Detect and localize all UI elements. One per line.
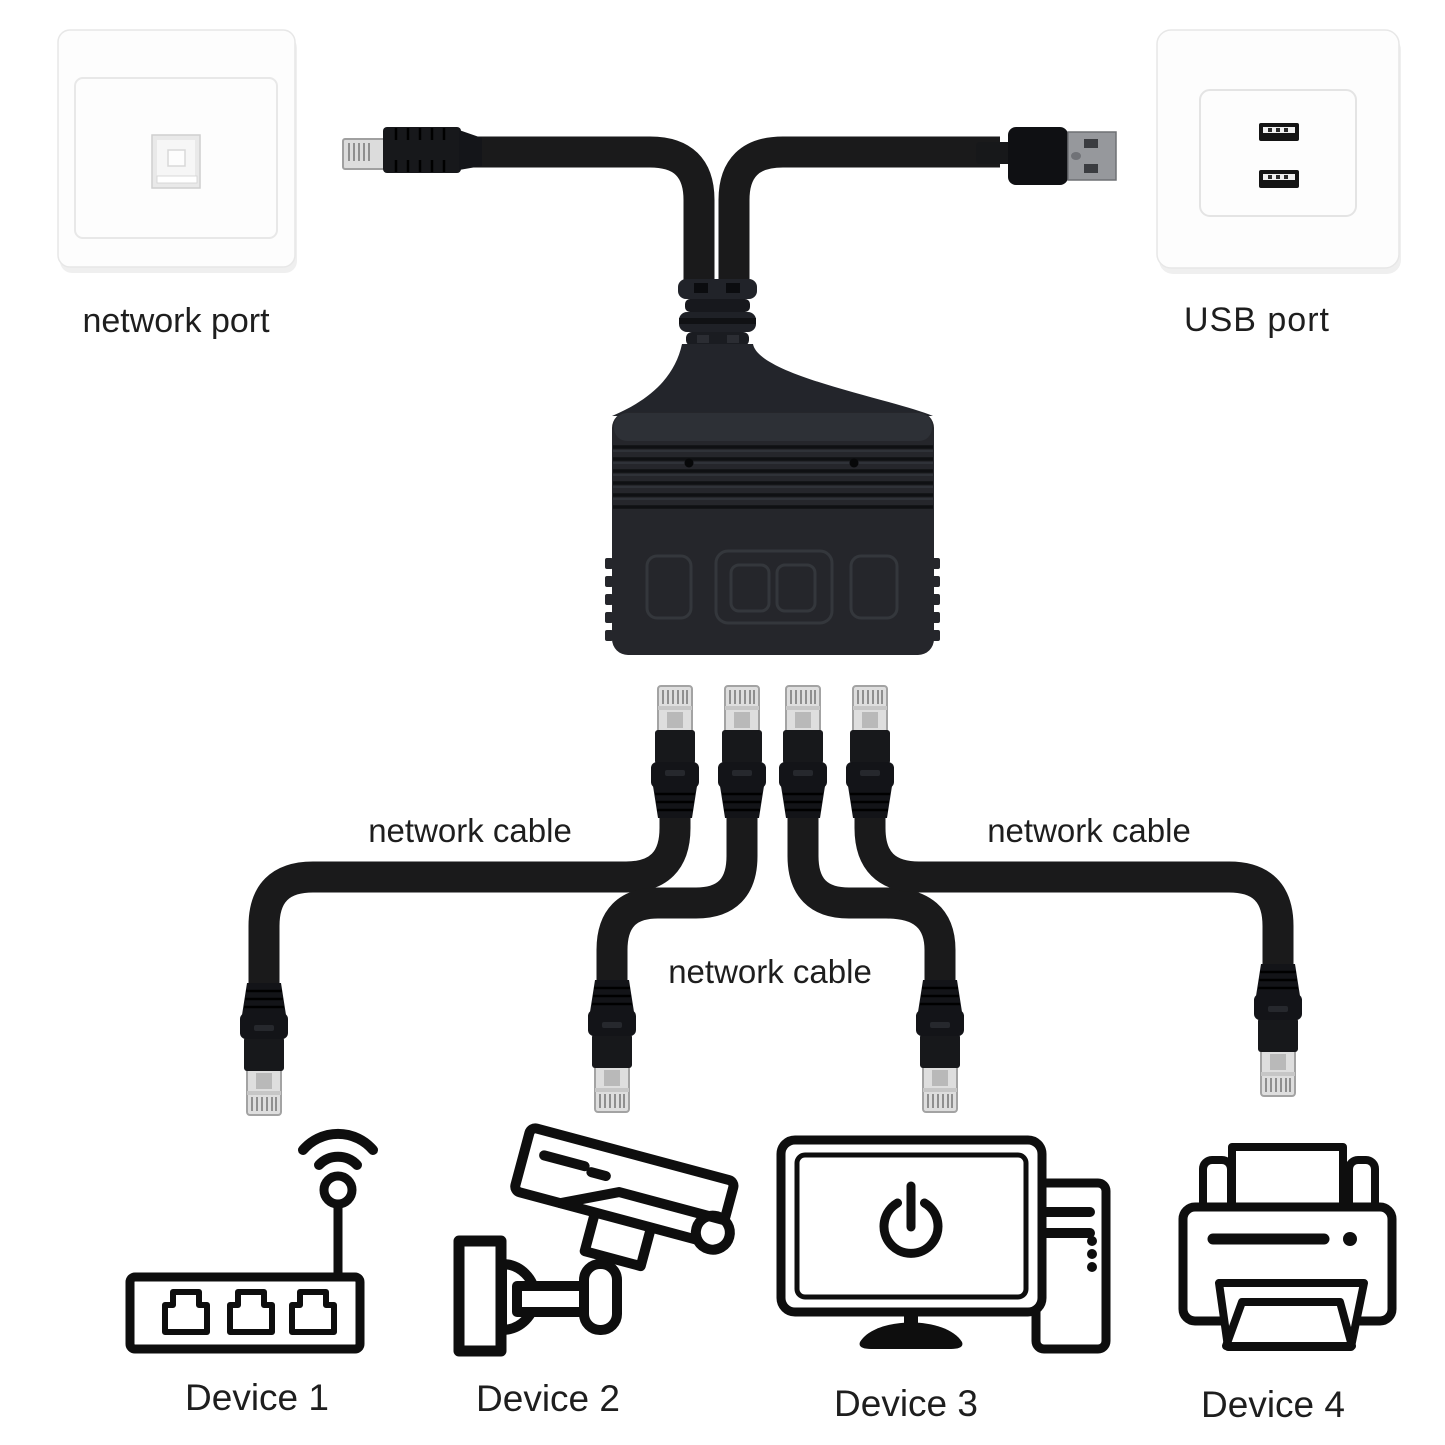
splitter-side-ribs	[605, 558, 940, 641]
network-cable-3	[787, 812, 956, 986]
cctv-camera-icon	[453, 1123, 739, 1357]
network-cable-2	[596, 812, 758, 986]
tower-dot-2	[1087, 1249, 1097, 1259]
usb-port-label: USB port	[1184, 301, 1330, 339]
network-cable-4	[854, 812, 1294, 970]
device-1-label: Device 1	[185, 1377, 329, 1418]
device-3-label: Device 3	[834, 1383, 978, 1424]
network-cable-label-right: network cable	[987, 812, 1191, 849]
power-symbol-arc	[879, 1198, 943, 1258]
rj45-plug-up-1	[649, 684, 701, 820]
rj45-plug-down-4	[1252, 962, 1304, 1098]
wifi-router-icon	[125, 1128, 378, 1354]
output-cables	[248, 812, 1294, 990]
rj45-plug-down-1	[238, 981, 290, 1117]
printer-paper-top	[1228, 1143, 1347, 1213]
monitor-screen	[794, 1152, 1029, 1300]
usb-plug-icon	[976, 127, 1117, 185]
usb-port-wallplate	[1156, 29, 1401, 274]
splitter-grooves	[613, 445, 933, 509]
usb-branch-cable	[718, 136, 1000, 292]
desktop-computer-icon	[776, 1135, 1111, 1354]
rj45-plug-up-2	[716, 684, 768, 820]
splitter-pinhole-left	[684, 458, 694, 468]
rj45-plug-down-3	[914, 978, 966, 1114]
strain-relief-collar	[678, 279, 757, 346]
printer-paper-out	[1222, 1298, 1356, 1350]
monitor-base	[859, 1322, 963, 1349]
splitter-embossed-panels	[645, 549, 899, 625]
tower-drive-slots	[1041, 1207, 1095, 1238]
splitter-top-face	[614, 413, 932, 441]
splitter-pinhole-right	[849, 458, 859, 468]
camera-visor-line	[555, 1187, 730, 1226]
network-cable-1	[248, 812, 691, 990]
rj45-plug-down-2	[586, 978, 638, 1114]
splitter-neck-flare	[612, 344, 933, 416]
tower-dot-1	[1087, 1236, 1097, 1246]
mount-wall-plate	[453, 1235, 507, 1357]
router-port-2	[227, 1289, 275, 1335]
network-port-label: network port	[82, 302, 270, 340]
network-cable-label-middle: network cable	[668, 953, 872, 990]
camera-vents	[539, 1150, 611, 1182]
rj45-plug-up-3	[777, 684, 829, 820]
plate-inner-square	[1199, 89, 1357, 217]
camera-body-group	[510, 1123, 739, 1272]
printer-led-dot	[1343, 1232, 1357, 1246]
rj45-plug-up-4	[844, 684, 896, 820]
rj45-branch-cable	[470, 136, 715, 292]
y-input-cable	[342, 127, 1117, 292]
tower-dot-3	[1087, 1262, 1097, 1272]
printer-icon	[1178, 1143, 1397, 1351]
rj45-plug-icon	[342, 127, 482, 173]
router-port-1	[162, 1289, 210, 1335]
router-port-3	[289, 1289, 337, 1335]
rj45-socket	[151, 134, 201, 189]
splitter-groove-highlights	[613, 450, 933, 500]
splitter-adapter	[605, 279, 940, 655]
wifi-arc-inner	[314, 1151, 362, 1170]
device-2-label: Device 2	[476, 1378, 620, 1419]
network-port-wallplate	[57, 29, 297, 273]
network-cable-label-left: network cable	[368, 812, 572, 849]
mount-post	[579, 1259, 622, 1335]
device-4-label: Device 4	[1201, 1384, 1345, 1425]
usb-socket-1	[1259, 123, 1299, 141]
plate-inner-line	[74, 77, 278, 239]
antenna-ball	[319, 1171, 357, 1209]
wifi-arc-outer	[298, 1128, 378, 1155]
usb-socket-2	[1259, 170, 1299, 188]
